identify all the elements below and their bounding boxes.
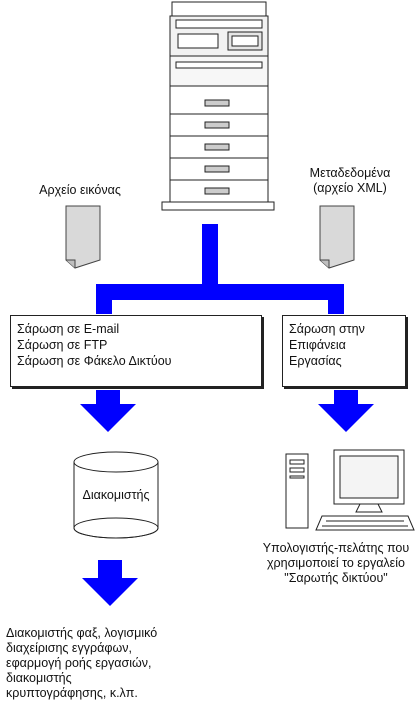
image-file-label: Αρχείο εικόνας: [39, 183, 121, 197]
metadata-document-icon: [319, 205, 355, 269]
down-arrow-bottom: [82, 560, 138, 606]
scan-to-desktop-line-3: Εργασίας: [289, 354, 342, 368]
client-pc-caption: Υπολογιστής-πελάτης που χρησιμοποιεί το …: [262, 541, 410, 585]
server-examples-text: Διακομιστής φαξ, λογισμικό διαχείρισης ε…: [6, 626, 158, 700]
database-cylinder-icon: [73, 451, 159, 539]
scan-to-email: Σάρωση σε E-mail: [17, 322, 120, 336]
server-caption: Διακομιστής: [82, 488, 150, 502]
multifunction-printer-icon: [161, 1, 275, 211]
desktop-computer-icon: [285, 449, 415, 531]
scan-to-desktop-box: Σάρωση στην Επιφάνεια Εργασίας: [282, 315, 406, 387]
metadata-file-label: Μεταδεδομένα (αρχείο XML): [309, 166, 391, 195]
image-document-icon: [65, 205, 101, 269]
scan-to-desktop-line-1: Σάρωση στην: [289, 322, 365, 336]
scan-to-ftp: Σάρωση σε FTP: [17, 338, 108, 352]
down-arrow-right: [318, 390, 374, 432]
flow-connector: [96, 224, 344, 314]
scan-destinations-box: Σάρωση σε E-mail Σάρωση σε FTP Σάρωση σε…: [10, 315, 262, 387]
scan-to-desktop-line-2: Επιφάνεια: [289, 338, 346, 352]
down-arrow-left: [80, 390, 136, 432]
scan-to-network-folder: Σάρωση σε Φάκελο Δικτύου: [17, 354, 172, 368]
